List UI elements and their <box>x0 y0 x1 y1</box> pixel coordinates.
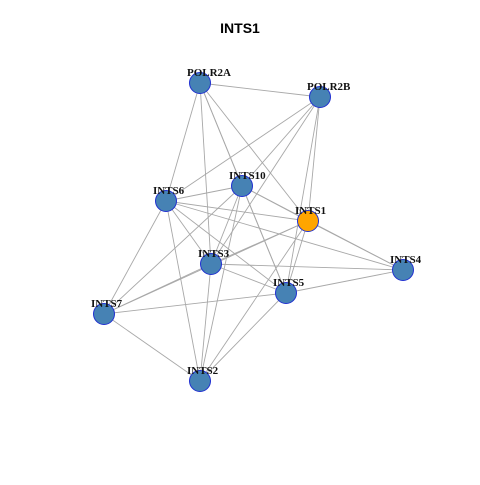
edge-ints6-ints2 <box>165 200 201 382</box>
node-label-polr2b: POLR2B <box>307 81 351 93</box>
edge-ints1-ints5 <box>285 220 309 294</box>
nodes-layer <box>93 72 414 392</box>
edge-ints5-ints4 <box>285 269 404 294</box>
edge-ints6-ints7 <box>103 200 167 315</box>
node-label-ints7: INTS7 <box>91 298 123 310</box>
edge-polr2b-ints3 <box>210 96 321 265</box>
edges-layer <box>103 82 404 382</box>
node-ints7[interactable] <box>93 303 115 325</box>
edge-polr2a-polr2b <box>199 82 321 98</box>
edge-ints5-ints7 <box>103 292 287 315</box>
node-label-ints2: INTS2 <box>187 365 219 377</box>
node-ints3[interactable] <box>200 253 222 275</box>
edge-ints6-ints4 <box>165 200 404 271</box>
edge-ints6-ints3 <box>165 200 212 265</box>
node-label-polr2a: POLR2A <box>187 67 231 79</box>
edge-ints10-ints2 <box>199 185 243 382</box>
node-ints10[interactable] <box>231 175 253 197</box>
edge-ints3-ints5 <box>210 263 287 294</box>
node-label-ints5: INTS5 <box>273 277 305 289</box>
node-label-ints10: INTS10 <box>229 170 266 182</box>
edge-ints3-ints4 <box>210 263 404 271</box>
edge-polr2b-ints1 <box>307 96 321 222</box>
edge-ints3-ints2 <box>199 263 212 382</box>
edge-ints1-ints4 <box>307 220 404 271</box>
node-label-ints1: INTS1 <box>295 205 326 217</box>
edge-polr2a-ints6 <box>165 82 201 202</box>
graph-title: INTS1 <box>220 20 260 36</box>
edge-polr2b-ints6 <box>165 96 321 202</box>
node-ints4[interactable] <box>392 259 414 281</box>
node-label-ints6: INTS6 <box>153 185 185 197</box>
edge-ints6-ints1 <box>165 200 309 222</box>
edge-ints10-ints3 <box>210 185 243 265</box>
edge-polr2b-ints10 <box>241 96 321 187</box>
edge-ints10-ints5 <box>241 185 287 294</box>
edge-ints5-ints2 <box>199 292 287 382</box>
edge-ints6-ints5 <box>165 200 287 294</box>
edge-ints7-ints2 <box>103 313 201 382</box>
edge-ints1-ints2 <box>199 220 309 382</box>
node-ints6[interactable] <box>155 190 177 212</box>
edge-polr2b-ints5 <box>285 96 321 294</box>
node-label-ints4: INTS4 <box>390 254 422 266</box>
node-ints1[interactable] <box>297 210 319 232</box>
node-polr2a[interactable] <box>189 72 211 94</box>
node-label-ints3: INTS3 <box>198 248 230 260</box>
edge-ints3-ints7 <box>103 263 212 315</box>
edge-ints10-ints7 <box>103 185 243 315</box>
node-ints5[interactable] <box>275 282 297 304</box>
node-polr2b[interactable] <box>309 86 331 108</box>
edge-ints10-ints6 <box>165 185 243 202</box>
node-ints2[interactable] <box>189 370 211 392</box>
edge-polr2a-ints3 <box>199 82 212 265</box>
edge-polr2a-ints1 <box>199 82 309 222</box>
